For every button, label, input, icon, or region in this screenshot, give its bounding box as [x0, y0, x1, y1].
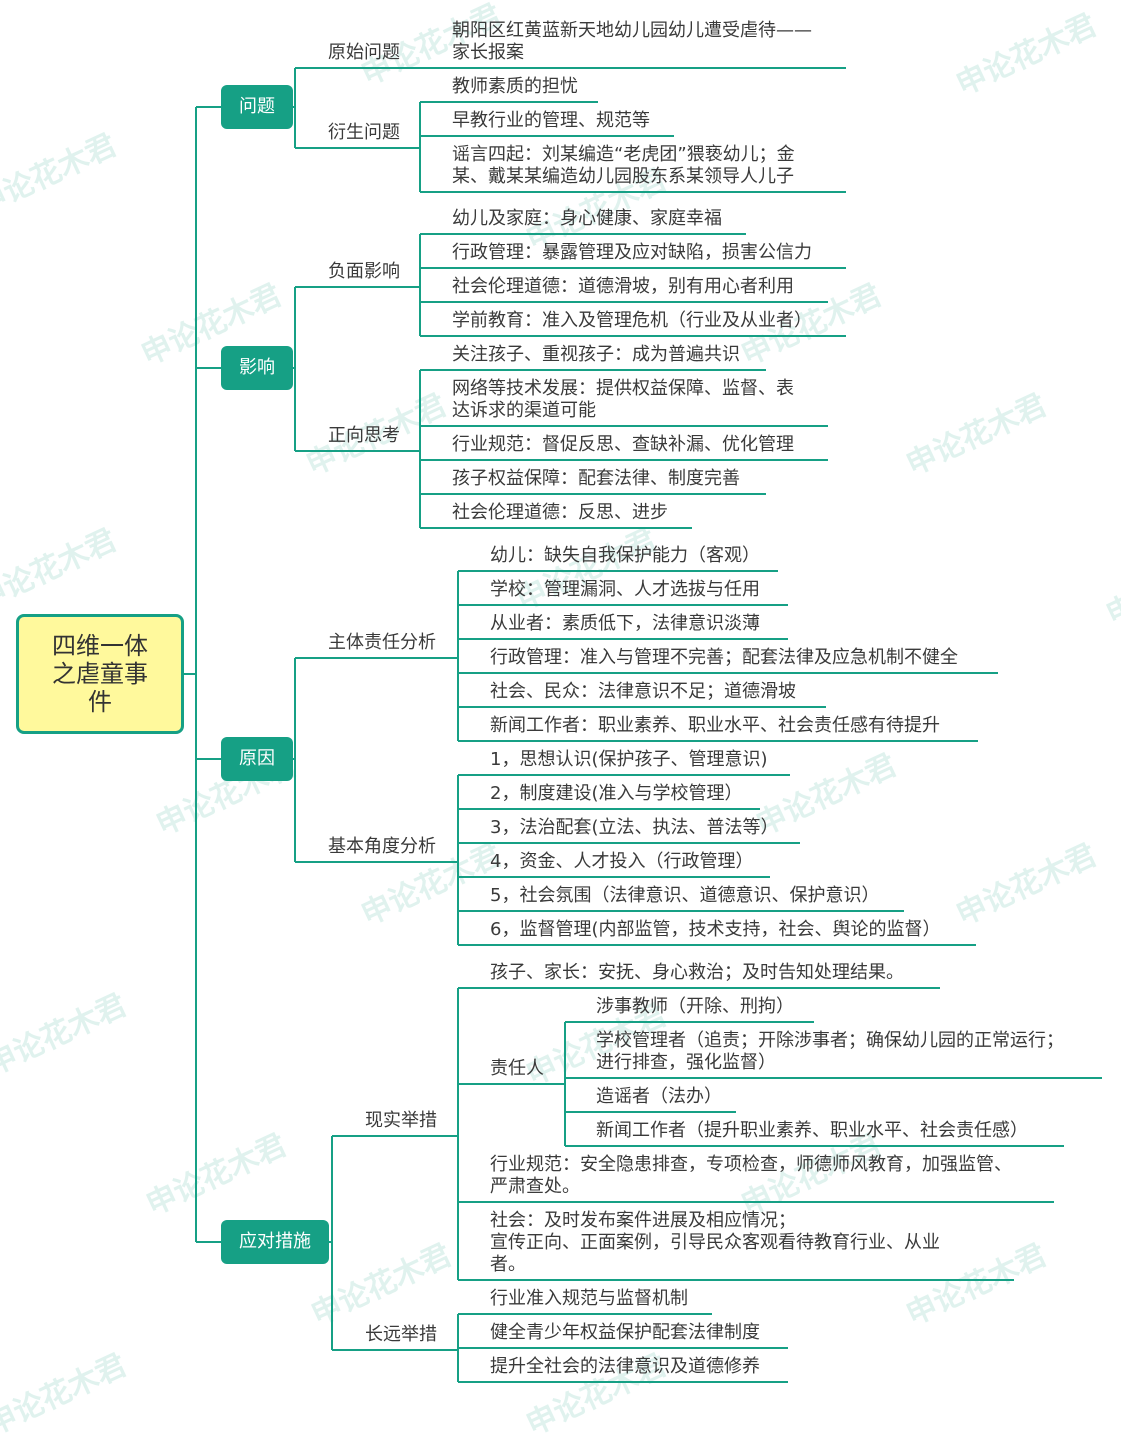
topic-0-0: 原始问题 [328, 42, 400, 63]
leaf-item-9: 网络等技术发展：提供权益保障、监督、表 达诉求的渠道可能 [452, 378, 794, 421]
leaf-item-23: 5，社会氛围（法律意识、道德意识、保护意识） [490, 885, 880, 906]
leaf-item-0: 朝阳区红黄蓝新天地幼儿园幼儿遭受虐待—— 家长报案 [452, 20, 812, 63]
leaf-item-28: 社会：及时发布案件进展及相应情况； 宣传正向、正面案例，引导民众客观看待教育行业… [490, 1210, 940, 1275]
leaf-item-29: 涉事教师（开除、刑拘） [596, 996, 794, 1017]
leaf-item-32: 新闻工作者（提升职业素养、职业水平、社会责任感） [596, 1120, 1028, 1141]
leaf-item-3: 谣言四起：刘某编造“老虎团”猥亵幼儿；金 某、戴某某编造幼儿园股东系某领导人儿子 [452, 144, 795, 187]
branch-node-1[interactable]: 问题 [221, 85, 293, 129]
leaf-item-31: 造谣者（法办） [596, 1086, 722, 1107]
topic-1-1: 正向思考 [328, 425, 400, 446]
topic-3-0: 现实举措 [365, 1110, 437, 1131]
connector-lines [184, 67, 1102, 1383]
leaf-item-35: 提升全社会的法律意识及道德修养 [490, 1356, 760, 1377]
leaf-item-10: 行业规范：督促反思、查缺补漏、优化管理 [452, 434, 794, 455]
root-label: 四维一体 之虐童事 件 [52, 632, 148, 716]
leaf-item-25: 孩子、家长：安抚、身心救治；及时告知处理结果。 [490, 962, 904, 983]
leaf-item-14: 学校：管理漏洞、人才选拔与任用 [490, 579, 760, 600]
topic-2-0: 主体责任分析 [328, 632, 436, 653]
branch-node-3[interactable]: 原因 [221, 737, 293, 781]
leaf-item-12: 社会伦理道德：反思、进步 [452, 502, 668, 523]
leaf-item-8: 关注孩子、重视孩子：成为普遍共识 [452, 344, 740, 365]
leaf-item-30: 学校管理者（追责；开除涉事者；确保幼儿园的正常运行； 进行排查，强化监督） [596, 1030, 1064, 1073]
leaf-item-20: 2，制度建设(准入与学校管理） [490, 783, 743, 804]
leaf-item-22: 4，资金、人才投入（行政管理） [490, 851, 754, 872]
topic-2-1: 基本角度分析 [328, 836, 436, 857]
leaf-item-4: 幼儿及家庭：身心健康、家庭幸福 [452, 208, 722, 229]
branch-node-4[interactable]: 应对措施 [221, 1220, 329, 1264]
leaf-item-17: 社会、民众：法律意识不足；道德滑坡 [490, 681, 796, 702]
leaf-item-27: 行业规范：安全隐患排查，专项检查，师德师风教育，加强监管、 严肃查处。 [490, 1154, 1012, 1197]
leaf-item-5: 行政管理：暴露管理及应对缺陷，损害公信力 [452, 242, 812, 263]
leaf-item-13: 幼儿：缺失自我保护能力（客观） [490, 545, 760, 566]
leaf-item-15: 从业者：素质低下，法律意识淡薄 [490, 613, 760, 634]
topic-0-1: 衍生问题 [328, 122, 400, 143]
leaf-item-7: 学前教育：准入及管理危机（行业及从业者） [452, 310, 812, 331]
leaf-item-2: 早教行业的管理、规范等 [452, 110, 650, 131]
leaf-item-33: 行业准入规范与监督机制 [490, 1288, 688, 1309]
leaf-item-18: 新闻工作者：职业素养、职业水平、社会责任感有待提升 [490, 715, 940, 736]
topic-3-1: 长远举措 [365, 1324, 437, 1345]
root-node[interactable]: 四维一体 之虐童事 件 [16, 614, 184, 734]
leaf-item-11: 孩子权益保障：配套法律、制度完善 [452, 468, 740, 489]
leaf-item-26: 责任人 [490, 1058, 544, 1079]
leaf-item-24: 6，监督管理(内部监管，技术支持，社会、舆论的监督） [490, 919, 941, 940]
leaf-item-21: 3，法治配套(立法、执法、普法等） [490, 817, 779, 838]
branch-node-2[interactable]: 影响 [221, 346, 293, 390]
leaf-item-1: 教师素质的担忧 [452, 76, 578, 97]
leaf-item-16: 行政管理：准入与管理不完善；配套法律及应急机制不健全 [490, 647, 958, 668]
leaf-item-34: 健全青少年权益保护配套法律制度 [490, 1322, 760, 1343]
leaf-item-19: 1，思想认识(保护孩子、管理意识) [490, 749, 768, 770]
leaf-item-6: 社会伦理道德：道德滑坡，别有用心者利用 [452, 276, 794, 297]
topic-1-0: 负面影响 [328, 261, 400, 282]
